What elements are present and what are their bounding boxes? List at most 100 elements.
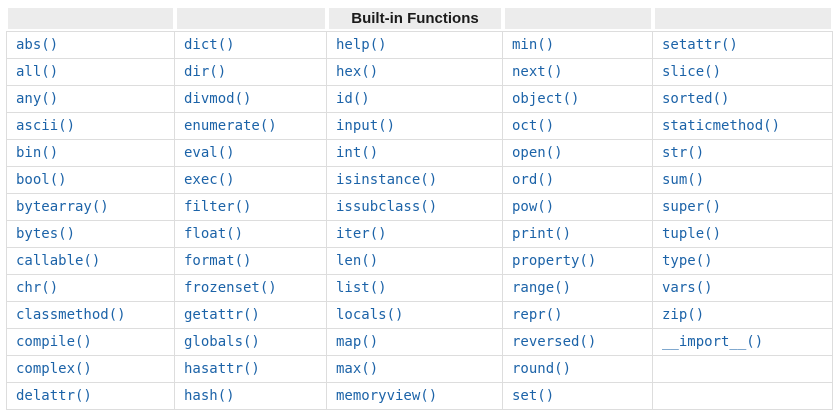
function-cell: str()	[653, 140, 833, 167]
function-link[interactable]: memoryview()	[336, 388, 438, 404]
function-link[interactable]: list()	[336, 280, 387, 296]
function-link[interactable]: property()	[512, 253, 597, 269]
function-link[interactable]: zip()	[662, 307, 705, 323]
function-cell: super()	[653, 194, 833, 221]
function-cell: bytearray()	[6, 194, 175, 221]
function-link[interactable]: staticmethod()	[662, 118, 781, 134]
function-link[interactable]: iter()	[336, 226, 387, 242]
function-link[interactable]: complex()	[16, 361, 92, 377]
function-link[interactable]: compile()	[16, 334, 92, 350]
function-cell: delattr()	[6, 383, 175, 410]
function-link[interactable]: bool()	[16, 172, 67, 188]
function-link[interactable]: super()	[662, 199, 722, 215]
function-link[interactable]: help()	[336, 37, 387, 53]
function-cell: range()	[503, 275, 653, 302]
function-link[interactable]: all()	[16, 64, 59, 80]
function-link[interactable]: eval()	[184, 145, 235, 161]
function-link[interactable]: type()	[662, 253, 713, 269]
function-link[interactable]: oct()	[512, 118, 555, 134]
function-link[interactable]: exec()	[184, 172, 235, 188]
function-link[interactable]: pow()	[512, 199, 555, 215]
function-link[interactable]: globals()	[184, 334, 260, 350]
function-link[interactable]: len()	[336, 253, 379, 269]
function-link[interactable]: reversed()	[512, 334, 597, 350]
function-link[interactable]: set()	[512, 388, 555, 404]
function-link[interactable]: id()	[336, 91, 370, 107]
function-link[interactable]: ord()	[512, 172, 555, 188]
function-link[interactable]: filter()	[184, 199, 252, 215]
function-link[interactable]: setattr()	[662, 37, 738, 53]
function-link[interactable]: bytearray()	[16, 199, 109, 215]
table-title: Built-in Functions	[327, 6, 503, 31]
function-link[interactable]: hasattr()	[184, 361, 260, 377]
header-cell-empty-2	[175, 6, 327, 31]
function-link[interactable]: delattr()	[16, 388, 92, 404]
function-link[interactable]: getattr()	[184, 307, 260, 323]
function-cell: bin()	[6, 140, 175, 167]
function-link[interactable]: range()	[512, 280, 572, 296]
function-link[interactable]: any()	[16, 91, 59, 107]
function-link[interactable]: map()	[336, 334, 379, 350]
table-row: compile() globals() map() reversed() __impor…	[6, 329, 833, 356]
function-link[interactable]: chr()	[16, 280, 59, 296]
function-cell: type()	[653, 248, 833, 275]
function-link[interactable]: max()	[336, 361, 379, 377]
function-link[interactable]: slice()	[662, 64, 722, 80]
function-link[interactable]: object()	[512, 91, 580, 107]
function-link[interactable]: __import__()	[662, 334, 764, 350]
function-link[interactable]: hash()	[184, 388, 235, 404]
function-link[interactable]: ascii()	[16, 118, 76, 134]
empty-cell	[653, 383, 833, 410]
function-link[interactable]: open()	[512, 145, 563, 161]
function-link[interactable]: abs()	[16, 37, 59, 53]
function-link[interactable]: sorted()	[662, 91, 730, 107]
function-link[interactable]: tuple()	[662, 226, 722, 242]
function-cell: hex()	[327, 59, 503, 86]
function-link[interactable]: classmethod()	[16, 307, 126, 323]
function-link[interactable]: sum()	[662, 172, 705, 188]
function-link[interactable]: next()	[512, 64, 563, 80]
function-cell: hasattr()	[175, 356, 327, 383]
function-cell: property()	[503, 248, 653, 275]
function-link[interactable]: dict()	[184, 37, 235, 53]
function-link[interactable]: repr()	[512, 307, 563, 323]
empty-cell	[653, 356, 833, 383]
function-cell: classmethod()	[6, 302, 175, 329]
function-link[interactable]: str()	[662, 145, 705, 161]
function-link[interactable]: callable()	[16, 253, 101, 269]
table-row: bytes() float() iter() print() tuple()	[6, 221, 833, 248]
table-row: bin() eval() int() open() str()	[6, 140, 833, 167]
function-cell: bool()	[6, 167, 175, 194]
function-link[interactable]: bin()	[16, 145, 59, 161]
function-link[interactable]: enumerate()	[184, 118, 277, 134]
function-cell: frozenset()	[175, 275, 327, 302]
function-link[interactable]: round()	[512, 361, 572, 377]
function-cell: divmod()	[175, 86, 327, 113]
function-link[interactable]: dir()	[184, 64, 227, 80]
function-link[interactable]: bytes()	[16, 226, 76, 242]
table-row: abs() dict() help() min() setattr()	[6, 31, 833, 59]
function-link[interactable]: format()	[184, 253, 252, 269]
function-link[interactable]: isinstance()	[336, 172, 438, 188]
function-link[interactable]: int()	[336, 145, 379, 161]
function-cell: __import__()	[653, 329, 833, 356]
function-link[interactable]: locals()	[336, 307, 404, 323]
function-link[interactable]: float()	[184, 226, 244, 242]
function-cell: int()	[327, 140, 503, 167]
table-header-row: Built-in Functions	[6, 6, 833, 31]
function-cell: isinstance()	[327, 167, 503, 194]
header-cell-empty-4	[503, 6, 653, 31]
function-cell: min()	[503, 31, 653, 59]
function-cell: max()	[327, 356, 503, 383]
table-row: classmethod() getattr() locals() repr() zip(…	[6, 302, 833, 329]
function-link[interactable]: divmod()	[184, 91, 252, 107]
function-link[interactable]: print()	[512, 226, 572, 242]
function-link[interactable]: hex()	[336, 64, 379, 80]
function-link[interactable]: frozenset()	[184, 280, 277, 296]
function-link[interactable]: vars()	[662, 280, 713, 296]
function-link[interactable]: input()	[336, 118, 396, 134]
function-link[interactable]: issubclass()	[336, 199, 438, 215]
function-link[interactable]: min()	[512, 37, 555, 53]
function-cell: dict()	[175, 31, 327, 59]
table-row: bytearray() filter() issubclass() pow() supe…	[6, 194, 833, 221]
